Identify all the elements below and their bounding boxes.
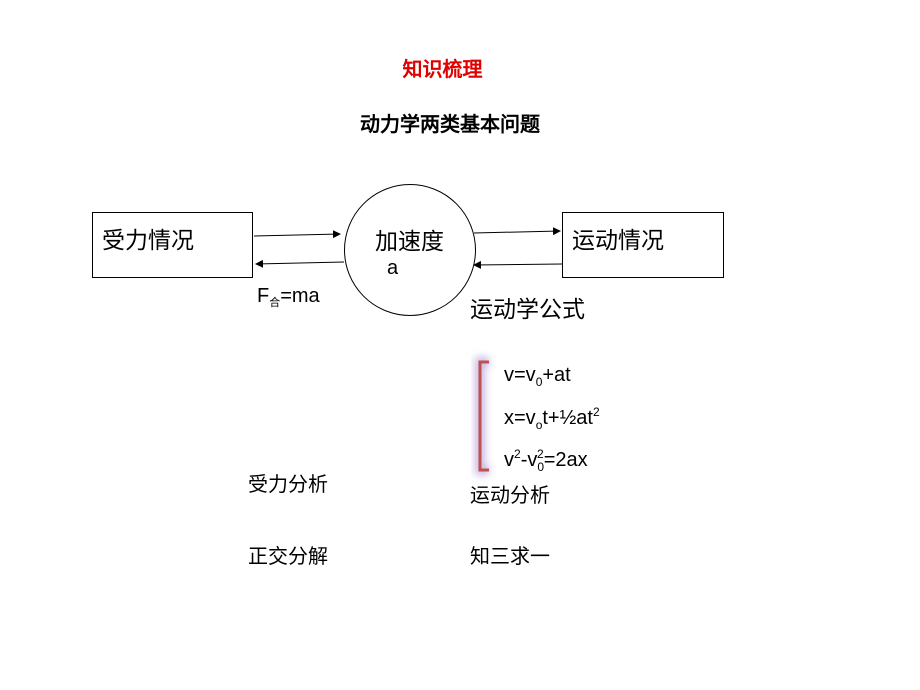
acceleration-symbol: a: [387, 257, 399, 279]
acceleration-label: 加速度: [375, 229, 444, 255]
arrow-motion-to-acceleration: [473, 260, 563, 269]
motion-situation-label: 运动情况: [572, 228, 664, 254]
equation-velocity-displacement: v2-v02=2ax: [504, 447, 588, 474]
arrow-force-to-acceleration: [253, 230, 341, 239]
orthogonal-decomposition-label: 正交分解: [248, 544, 328, 568]
equation-displacement: x=vot+½at2: [504, 405, 600, 432]
brace-icon: [475, 357, 489, 475]
kinematics-formula-label: 运动学公式: [470, 297, 585, 323]
page-subtitle: 动力学两类基本问题: [360, 112, 540, 136]
force-analysis-label: 受力分析: [248, 472, 328, 496]
acceleration-circle: 加速度 a: [344, 184, 476, 316]
page-title: 知识梳理: [402, 57, 483, 81]
newton-second-law-formula: F合=ma: [257, 285, 320, 309]
arrow-acceleration-to-motion: [473, 227, 561, 236]
arrow-acceleration-to-force: [255, 259, 345, 268]
know-three-find-one-label: 知三求一: [470, 544, 550, 568]
motion-situation-box: 运动情况: [562, 212, 724, 278]
force-situation-label: 受力情况: [102, 228, 194, 254]
motion-analysis-label: 运动分析: [470, 483, 550, 507]
force-situation-box: 受力情况: [92, 212, 253, 278]
equation-velocity: v=v0+at: [504, 364, 571, 389]
